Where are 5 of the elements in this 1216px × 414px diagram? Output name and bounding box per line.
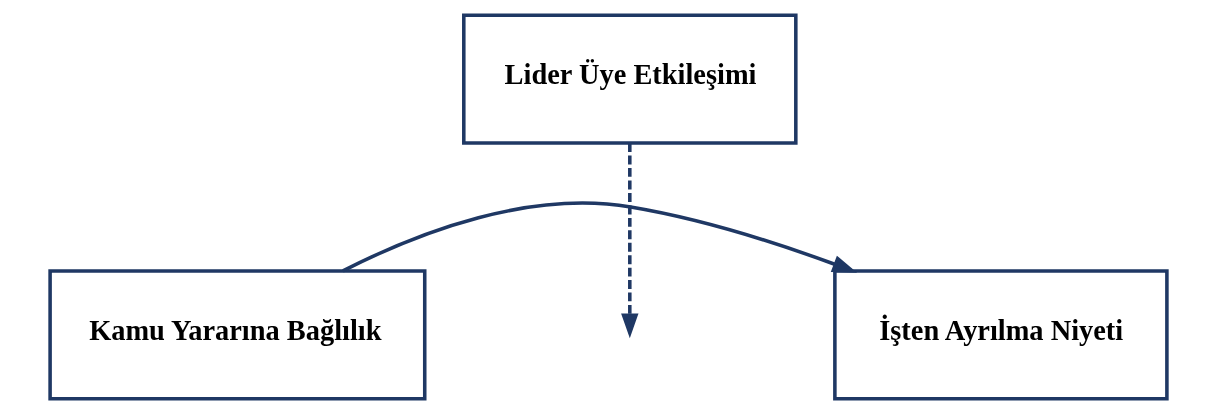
arrow — [620, 143, 639, 339]
node-box: Kamu Yararına Bağlılık — [47, 269, 426, 401]
arrow — [341, 201, 857, 273]
node-box: Lider Üye Etkileşimi — [461, 13, 798, 145]
node-box: İşten Ayrılma Niyeti — [832, 269, 1169, 401]
